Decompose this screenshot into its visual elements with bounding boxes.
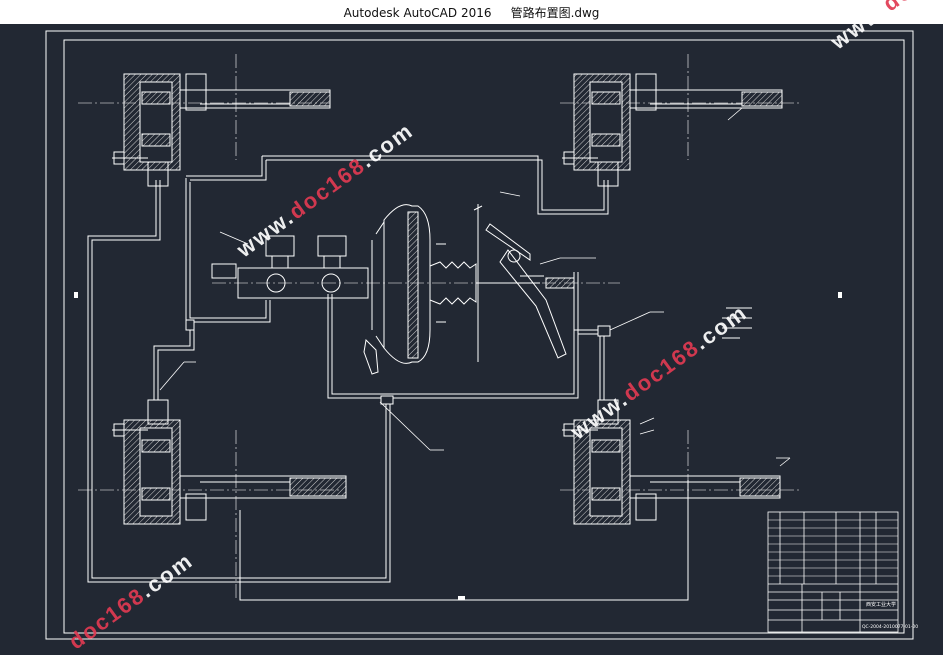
outer-frame <box>45 30 914 640</box>
inner-frame <box>63 39 905 634</box>
app-name: Autodesk AutoCAD 2016 <box>343 6 492 20</box>
vacuum-booster <box>363 204 510 375</box>
title-block-drawing-number: QC-2004-2010077-01-00 <box>862 624 918 630</box>
brake-bottom-right <box>562 399 781 525</box>
brake-pedal <box>473 204 575 362</box>
window-title-bar: Autodesk AutoCAD 2016 管路布置图.dwg <box>0 0 943 24</box>
file-name: 管路布置图.dwg <box>510 6 600 20</box>
brake-bottom-left <box>112 399 347 525</box>
master-cylinder <box>211 235 369 299</box>
window-title: Autodesk AutoCAD 2016 管路布置图.dwg <box>0 4 943 21</box>
cad-drawing: 西安工业大学 QC-2004-2010077-01-00 <box>45 30 918 640</box>
brake-pipes <box>87 155 689 601</box>
title-block <box>767 511 899 633</box>
title-block-school: 西安工业大学 <box>866 601 896 608</box>
brake-top-right <box>562 73 783 187</box>
brake-top-left <box>112 73 331 187</box>
